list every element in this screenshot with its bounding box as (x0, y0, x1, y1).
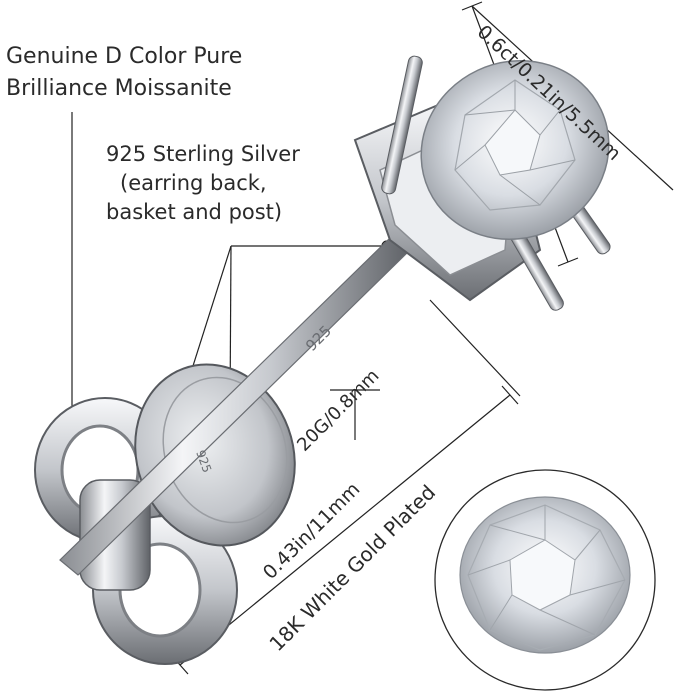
silver-label-line2: (earring back, (120, 171, 267, 195)
silver-label-line1: 925 Sterling Silver (106, 142, 300, 166)
post-length-dimension-line (171, 299, 521, 675)
moissanite-label-line1: Genuine D Color Pure (6, 44, 243, 69)
leader-lines (71, 112, 384, 418)
gem-closeup (434, 469, 656, 691)
moissanite-label-line2: Brilliance Moissanite (6, 76, 232, 101)
silver-label-line3: basket and post) (106, 200, 283, 224)
moissanite-stone (420, 59, 610, 241)
